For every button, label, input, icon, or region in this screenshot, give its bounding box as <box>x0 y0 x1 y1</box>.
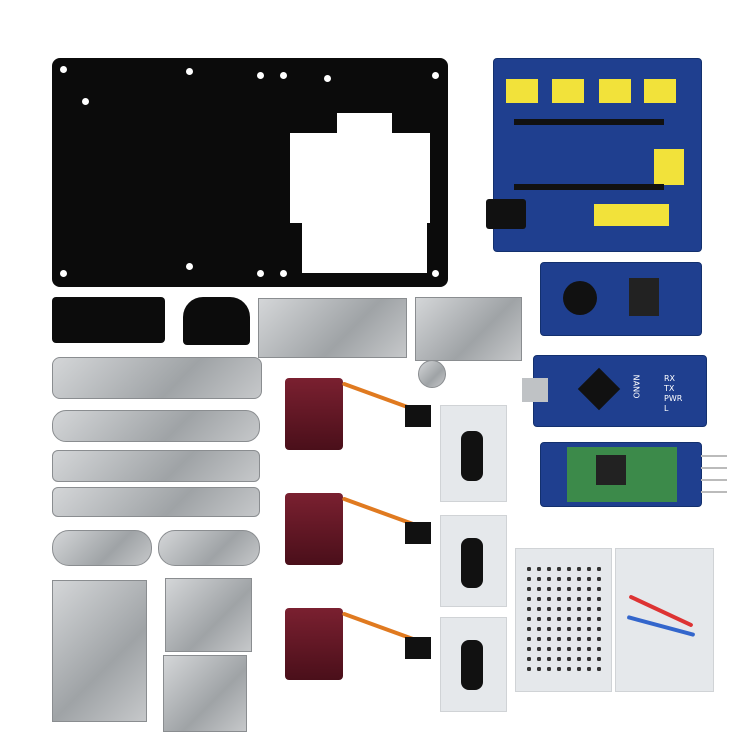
metal-arm-link <box>52 357 262 399</box>
metal-arm-link <box>52 487 260 517</box>
black-acrylic-base-plate <box>52 58 448 287</box>
servo-horn-bag <box>440 617 507 712</box>
servo-horn-bag <box>440 515 507 607</box>
screws-bag <box>515 548 612 692</box>
led-label-pwr: PWR <box>664 394 683 403</box>
gripper-jaw-left <box>52 530 152 566</box>
gripper-jaw-right <box>158 530 260 566</box>
metal-servo-bracket <box>258 298 407 358</box>
led-label-l: L <box>664 404 669 413</box>
jumper-wires-bag <box>615 548 714 692</box>
metal-plate <box>415 297 522 361</box>
bluetooth-module <box>540 442 727 507</box>
metal-arm-link <box>52 450 260 482</box>
arduino-nano-board: NANO RX TX PWR L <box>522 355 707 427</box>
led-label-rx: RX <box>664 374 676 383</box>
metal-washer <box>418 360 446 388</box>
black-acrylic-bracket <box>52 297 165 343</box>
servo-horn-bag <box>440 405 507 502</box>
metal-bracket <box>163 655 247 732</box>
metal-base-bracket <box>52 580 147 722</box>
metal-bracket <box>165 578 252 652</box>
nano-label: NANO <box>631 374 641 399</box>
black-acrylic-gripper-part <box>183 297 250 345</box>
servo-motor <box>285 608 343 680</box>
servo-motor <box>285 378 343 450</box>
dc-dc-converter-module <box>540 262 702 336</box>
sensor-shield-board <box>486 58 702 252</box>
usb-port <box>522 378 548 402</box>
servo-motor <box>285 493 343 565</box>
led-label-tx: TX <box>664 384 675 393</box>
metal-arm-link <box>52 410 260 442</box>
